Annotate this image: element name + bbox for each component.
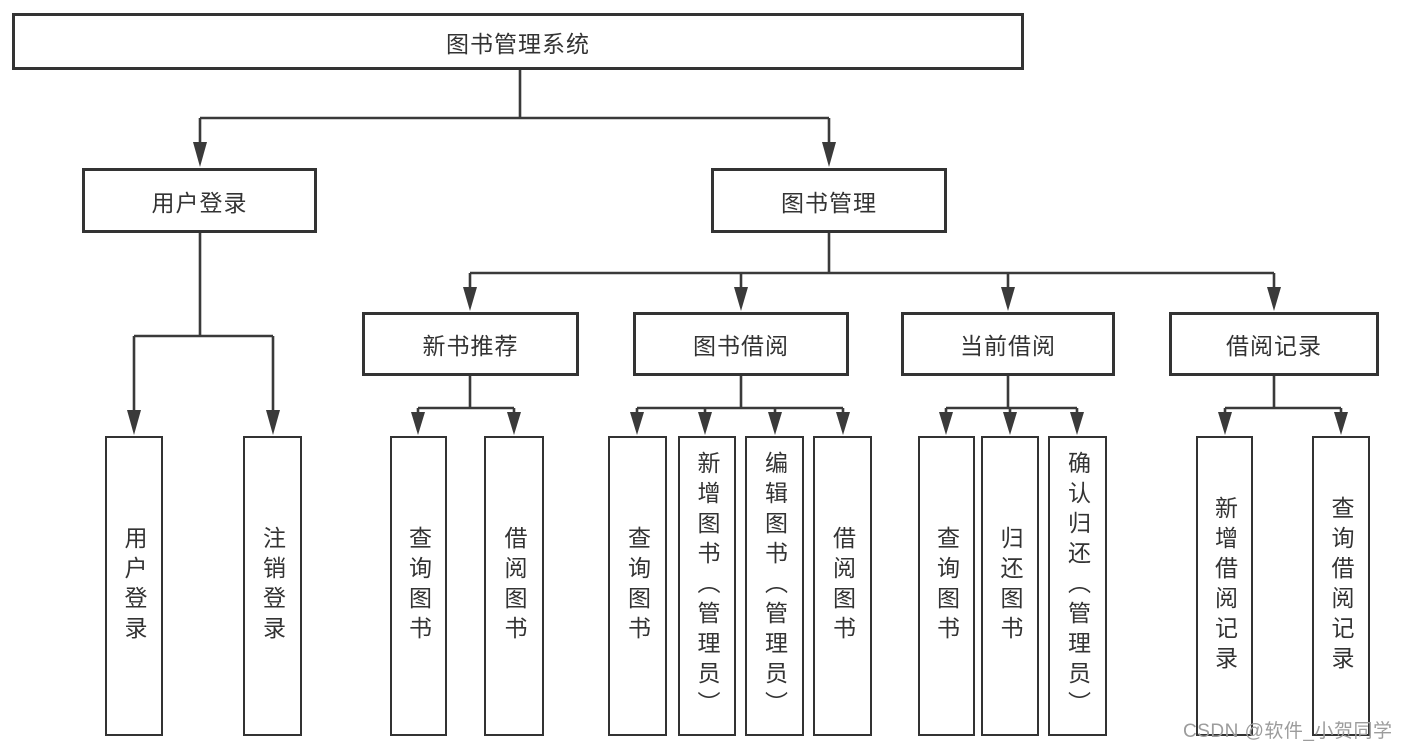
leaf-logout: 注销登录 bbox=[243, 436, 302, 736]
leaf-borrow-books-recommend: 借阅图书 bbox=[484, 436, 544, 736]
leaf-borrow-books: 借阅图书 bbox=[813, 436, 872, 736]
leaf-add-borrow-record: 新增借阅记录 bbox=[1196, 436, 1253, 736]
node-current-borrowing: 当前借阅 bbox=[901, 312, 1115, 376]
node-book-borrowing: 图书借阅 bbox=[633, 312, 849, 376]
leaf-user-login: 用户登录 bbox=[105, 436, 163, 736]
leaf-query-borrow-record: 查询借阅记录 bbox=[1312, 436, 1370, 736]
leaf-query-books-recommend: 查询图书 bbox=[390, 436, 447, 736]
node-root-system: 图书管理系统 bbox=[12, 13, 1024, 70]
node-new-book-recommend: 新书推荐 bbox=[362, 312, 579, 376]
node-user-login: 用户登录 bbox=[82, 168, 317, 233]
leaf-return-books: 归还图书 bbox=[981, 436, 1039, 736]
leaf-query-books-borrow: 查询图书 bbox=[608, 436, 667, 736]
leaf-add-books-admin: 新增图书（管理员） bbox=[678, 436, 736, 736]
csdn-watermark: CSDN @软件_小贺同学 bbox=[1183, 721, 1393, 742]
node-borrowing-records: 借阅记录 bbox=[1169, 312, 1379, 376]
leaf-edit-books-admin: 编辑图书（管理员） bbox=[745, 436, 804, 736]
leaf-confirm-return-admin: 确认归还（管理员） bbox=[1048, 436, 1107, 736]
node-book-management: 图书管理 bbox=[711, 168, 947, 233]
leaf-query-books-current: 查询图书 bbox=[918, 436, 975, 736]
